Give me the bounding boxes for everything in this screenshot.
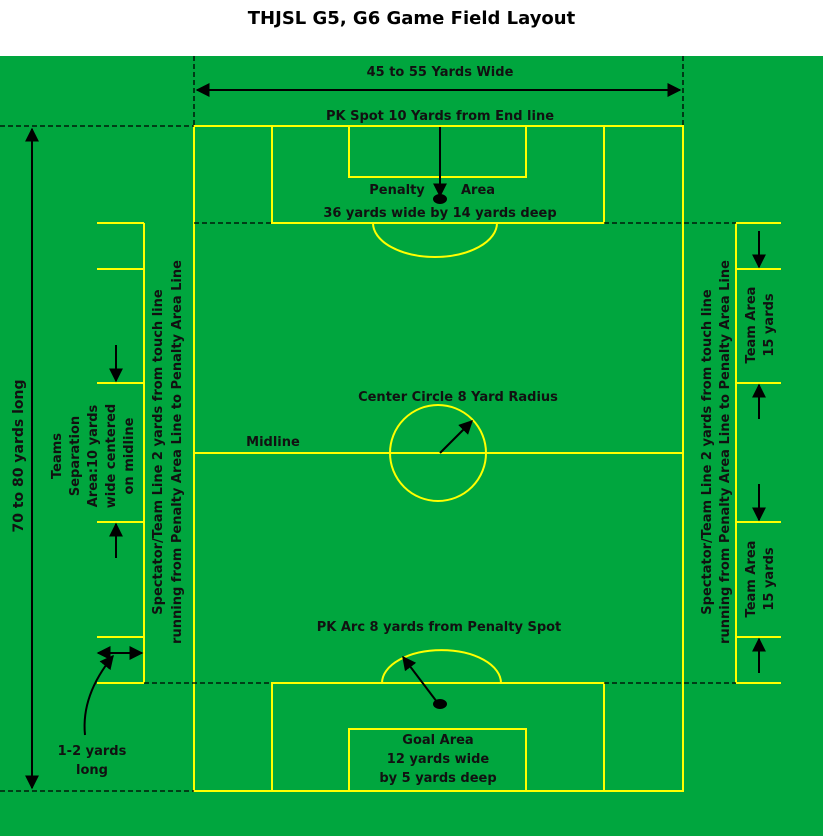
pk-spot-label: PK Spot 10 Yards from End line	[326, 109, 554, 124]
yards-long-label-2: long	[76, 763, 108, 778]
svg-text:running from Penalty Area Line: running from Penalty Area Line to Penalt…	[170, 260, 185, 644]
right-spectator-label: Spectator/Team Line 2 yards from touch l…	[700, 260, 733, 644]
grass	[0, 56, 823, 836]
goal-area-label-2: 12 yards wide	[387, 752, 490, 767]
length-label: 70 to 80 yards long	[11, 379, 27, 532]
radius-arrow	[439, 420, 473, 454]
pk-arc-arrow	[402, 655, 438, 703]
svg-text:Team Area: Team Area	[744, 287, 759, 364]
teams-separation-label: Teams Separation Area:10 yards wide cent…	[50, 404, 137, 508]
top-pk-arc	[372, 222, 498, 258]
top-penalty-spot	[433, 194, 447, 204]
svg-text:15 yards: 15 yards	[762, 293, 777, 357]
area-label: Area	[461, 183, 495, 198]
team-area-label-bottom: Team Area 15 yards	[744, 541, 777, 618]
dashed-guides	[0, 56, 736, 792]
center-circle-label: Center Circle 8 Yard Radius	[358, 390, 558, 405]
penalty-area-size-label: 36 yards wide by 14 yards deep	[323, 206, 556, 221]
field-lines	[97, 125, 781, 792]
team-area-label-top: Team Area 15 yards	[744, 287, 777, 364]
pk-arc-label: PK Arc 8 yards from Penalty Spot	[317, 620, 562, 635]
midline-label: Midline	[246, 435, 300, 450]
arrows	[25, 83, 766, 790]
svg-text:Team Area: Team Area	[744, 541, 759, 618]
top-goal-area	[348, 125, 527, 178]
svg-text:Area:10 yards: Area:10 yards	[86, 404, 101, 507]
bottom-pk-arc	[381, 649, 502, 684]
svg-text:Spectator/Team Line 2 yards fr: Spectator/Team Line 2 yards from touch l…	[151, 289, 166, 615]
bottom-goal-area	[348, 728, 527, 792]
left-spectator-label: Spectator/Team Line 2 yards from touch l…	[151, 260, 185, 644]
field-diagram: 45 to 55 Yards Wide PK Spot 10 Yards fro…	[0, 56, 823, 836]
goal-area-label-1: Goal Area	[402, 733, 473, 748]
svg-text:15 yards: 15 yards	[762, 547, 777, 611]
yards-long-pointer	[83, 654, 114, 736]
yards-long-label-1: 1-2 yards	[58, 744, 127, 759]
svg-text:Teams: Teams	[50, 433, 65, 479]
svg-text:Separation: Separation	[68, 416, 83, 496]
center-circle	[389, 404, 487, 502]
svg-text:wide centered: wide centered	[104, 404, 119, 508]
svg-text:on midline: on midline	[122, 417, 137, 494]
diagram-title: THJSL G5, G6 Game Field Layout	[247, 8, 576, 29]
penalty-label: Penalty	[369, 183, 425, 198]
svg-text:Spectator/Team Line 2 yards fr: Spectator/Team Line 2 yards from touch l…	[700, 289, 715, 615]
goal-area-label-3: by 5 yards deep	[379, 771, 496, 786]
svg-text:running from Penalty Area Line: running from Penalty Area Line to Penalt…	[718, 260, 733, 644]
width-label: 45 to 55 Yards Wide	[367, 65, 514, 80]
bottom-penalty-spot	[433, 699, 447, 709]
